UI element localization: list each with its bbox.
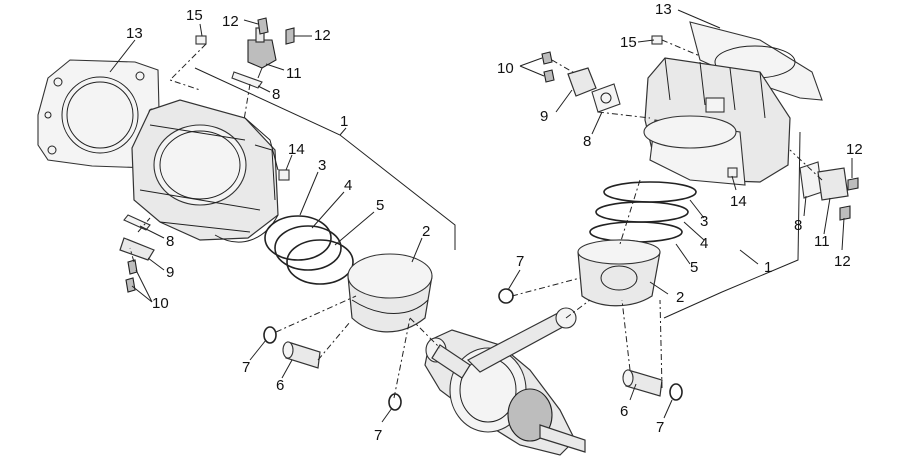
dowel-pin-14-left [278, 169, 290, 181]
callout-15-right: 15 [620, 34, 637, 51]
callout-10-left: 10 [152, 295, 169, 312]
callout-12-right-a: 12 [846, 141, 863, 158]
cylinder-left [131, 99, 279, 243]
gasket-8-left-lower [123, 214, 151, 231]
cover-plate-left [119, 237, 155, 261]
callout-5-right: 5 [690, 259, 698, 276]
dowel-pin-14-right [727, 167, 738, 178]
gasket-8-right-top [591, 83, 621, 113]
callout-3-right: 3 [700, 213, 708, 230]
callout-15-left: 15 [186, 7, 203, 24]
callout-4-left: 4 [344, 177, 352, 194]
callout-11-right: 11 [814, 233, 830, 250]
leader-lines [109, 9, 853, 423]
callout-14-left: 14 [288, 141, 305, 158]
callout-6-left: 6 [276, 377, 284, 394]
bolt-12a-right [847, 177, 859, 191]
callout-2-left: 2 [422, 223, 430, 240]
callout-labels-left: 15 12 12 13 11 8 1 14 3 4 5 2 8 9 10 7 6… [126, 7, 430, 444]
chain-tensioner-left [247, 27, 277, 79]
cover-plate-right [567, 67, 597, 97]
callout-4-right: 4 [700, 235, 708, 252]
bolt-10b-left [125, 277, 136, 293]
callout-9-right: 9 [540, 108, 548, 125]
circlip-left-b [388, 393, 402, 411]
callout-12-left-a: 12 [222, 13, 239, 30]
callout-8-left-b: 8 [166, 233, 174, 250]
callout-12-right-b: 12 [834, 253, 851, 270]
callout-2-right: 2 [676, 289, 684, 306]
piston-right [577, 239, 661, 307]
crankshaft [424, 307, 586, 456]
piston-left [347, 253, 433, 333]
callout-14-right: 14 [730, 193, 747, 210]
callout-labels-right: 13 15 10 9 8 12 14 3 8 11 4 12 7 5 1 2 6… [497, 1, 863, 436]
callout-13-right: 13 [655, 1, 672, 18]
circlip-right-a [498, 288, 514, 304]
head-gasket-right [689, 21, 823, 101]
tensioner-gasket-left [231, 71, 263, 89]
callout-10-right: 10 [497, 60, 514, 77]
chain-tensioner-right [817, 167, 849, 201]
bolt-12b-right [839, 205, 851, 221]
callout-7-right-a: 7 [516, 253, 524, 270]
callout-5-left: 5 [376, 197, 384, 214]
callout-3-left: 3 [318, 157, 326, 174]
bolt-10b-right [543, 69, 555, 83]
piston-rings-left [264, 215, 354, 285]
cylinder-right [643, 57, 791, 186]
dowel-pin-left [195, 35, 207, 45]
callout-7-right-b: 7 [656, 419, 664, 436]
callout-8-right-b: 8 [794, 217, 802, 234]
callout-7-left-b: 7 [374, 427, 382, 444]
bolt-10a-right [541, 51, 553, 65]
bolt-10a-left [127, 259, 138, 275]
assembly-guide-lines [129, 39, 823, 399]
piston-rings-right [589, 181, 697, 243]
bolts-left-top [257, 17, 295, 45]
callout-1-right: 1 [764, 259, 772, 276]
callout-1-left: 1 [340, 113, 348, 130]
circlip-left-a [263, 326, 277, 344]
callout-8-right-a: 8 [583, 133, 591, 150]
callout-12-left-b: 12 [314, 27, 331, 44]
callout-11-left: 11 [286, 65, 302, 82]
callout-6-right: 6 [620, 403, 628, 420]
callout-7-left-a: 7 [242, 359, 250, 376]
callout-13-left: 13 [126, 25, 143, 42]
callout-9-left: 9 [166, 264, 174, 281]
circlip-right-b [669, 383, 683, 401]
callout-8-left-a: 8 [272, 86, 280, 103]
